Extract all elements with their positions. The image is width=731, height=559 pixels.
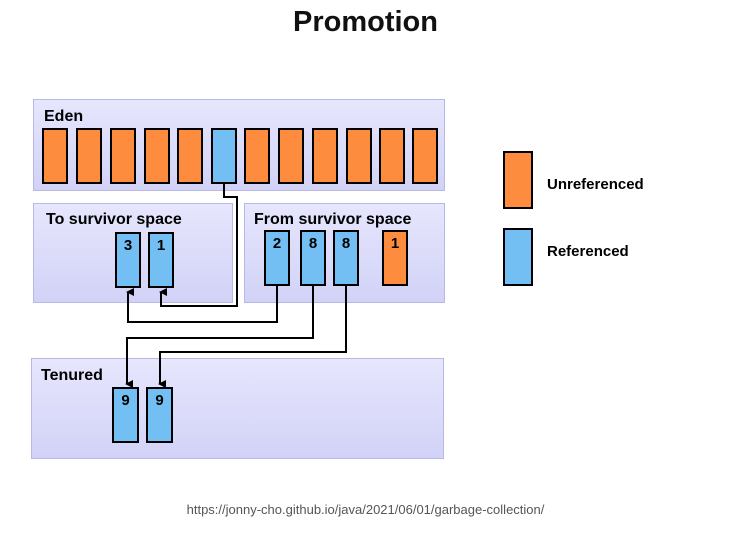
eden-object bbox=[244, 128, 270, 184]
eden-object bbox=[278, 128, 304, 184]
tenured-label: Tenured bbox=[41, 367, 103, 384]
to-survivor-object: 3 bbox=[115, 232, 141, 288]
from-survivor-object: 8 bbox=[333, 230, 359, 286]
arrow-from-to-tenured-1 bbox=[125, 286, 314, 388]
tenured-object: 9 bbox=[146, 387, 173, 443]
eden-object bbox=[144, 128, 170, 184]
tenured-object: 9 bbox=[112, 387, 139, 443]
eden-object bbox=[312, 128, 338, 184]
from-survivor-label: From survivor space bbox=[254, 211, 412, 228]
eden-object bbox=[76, 128, 102, 184]
eden-object bbox=[346, 128, 372, 184]
legend-referenced-label: Referenced bbox=[547, 243, 629, 260]
to-survivor-object: 1 bbox=[148, 232, 174, 288]
from-survivor-object: 8 bbox=[300, 230, 326, 286]
eden-object-referenced bbox=[211, 128, 237, 184]
from-survivor-object: 2 bbox=[264, 230, 290, 286]
eden-object bbox=[110, 128, 136, 184]
arrow-from-to-tenured-2 bbox=[158, 286, 347, 388]
eden-label: Eden bbox=[44, 108, 84, 125]
eden-object bbox=[42, 128, 68, 184]
legend-referenced-swatch bbox=[503, 228, 533, 286]
eden-object bbox=[379, 128, 405, 184]
legend-unreferenced-label: Unreferenced bbox=[547, 176, 644, 193]
source-url[interactable]: https://jonny-cho.github.io/java/2021/06… bbox=[186, 502, 545, 517]
arrow-from-to-survivor bbox=[126, 286, 278, 323]
to-survivor-label: To survivor space bbox=[46, 211, 182, 228]
eden-object bbox=[177, 128, 203, 184]
legend-unreferenced-swatch bbox=[503, 151, 533, 209]
arrow-eden-to-survivor bbox=[159, 184, 238, 307]
eden-object bbox=[412, 128, 438, 184]
from-survivor-object: 1 bbox=[382, 230, 408, 286]
tenured-region: Tenured bbox=[31, 358, 444, 459]
diagram-title: Promotion bbox=[293, 6, 438, 38]
